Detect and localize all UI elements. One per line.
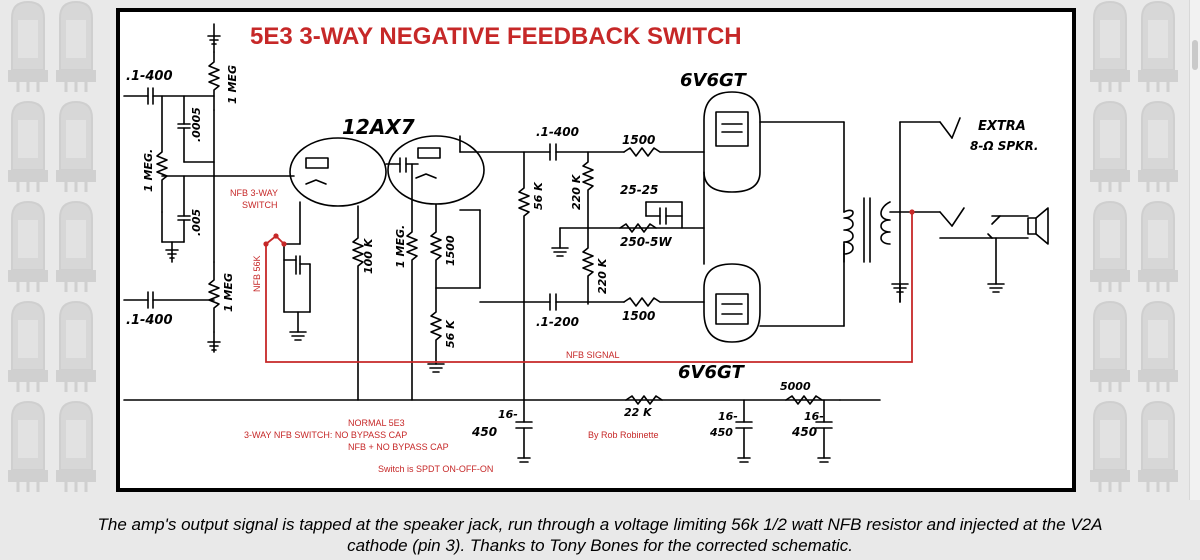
ground-symbol-left — [165, 241, 179, 263]
legend-line-2: 3-WAY NFB SWITCH: NO BYPASS CAP — [244, 430, 407, 440]
label-res-1500-mid: 1500 — [444, 235, 457, 266]
schematic-frame: 5E3 3-WAY NEGATIVE FEEDBACK SWITCH 12AX7… — [116, 8, 1076, 492]
label-author: By Rob Robinette — [588, 430, 659, 440]
label-res-1meg-top: 1 MEG — [226, 65, 239, 104]
capacitor-filter-1 — [515, 421, 533, 463]
resistor-1meg-top — [208, 51, 220, 111]
label-switch-1: NFB 3-WAY — [230, 188, 278, 198]
resistor-220k-bottom — [582, 227, 594, 305]
caption-line-1: The amp's output signal is tapped at the… — [97, 515, 1103, 534]
label-res-56k-right: 56 K — [532, 181, 545, 210]
label-nfb-resistor: NFB 56K — [252, 255, 262, 292]
label-filter-2-a: 16- — [718, 410, 738, 423]
label-cap-coupling-top: .1-400 — [536, 125, 579, 139]
legend-line-1: NORMAL 5E3 — [348, 418, 405, 428]
ground-symbol-cathode-pwr — [551, 247, 569, 257]
capacitor-filter-3 — [815, 421, 833, 463]
label-res-1500-bottom: 1500 — [622, 309, 655, 323]
resistor-1meg-mid — [406, 163, 418, 401]
resistor-100k — [352, 205, 364, 401]
tube-column-right — [1088, 0, 1180, 494]
label-filter-1-b: 450 — [471, 425, 497, 439]
label-filter-1-a: 16- — [498, 408, 518, 421]
resistor-56k-mid — [430, 287, 442, 365]
label-switch-2: SWITCH — [242, 200, 278, 210]
tube-label-6v6gt-top: 6V6GT — [680, 70, 747, 91]
resistor-22k — [625, 395, 663, 405]
label-res-220k-bottom: 220 K — [596, 257, 609, 294]
ground-symbol-56k — [427, 363, 445, 373]
label-filter-3-a: 16- — [804, 410, 824, 423]
resistor-1meg-bottom — [208, 261, 220, 333]
resistor-1500-mid — [430, 203, 442, 289]
resistor-1meg-left — [156, 95, 168, 213]
ground-symbol-jack — [891, 283, 1005, 293]
label-speaker-2: 8-Ω SPKR. — [970, 139, 1038, 153]
legend-line-4: Switch is SPDT ON-OFF-ON — [378, 464, 493, 474]
label-cap-input-top: .1-400 — [126, 69, 173, 84]
label-cap-coupling-bottom: .1-200 — [536, 315, 579, 329]
tube-12ax7 — [289, 135, 485, 207]
diagram-title: 5E3 3-WAY NEGATIVE FEEDBACK SWITCH — [250, 23, 742, 50]
nfb-wire — [265, 212, 913, 363]
resistor-1500-top — [623, 147, 705, 157]
label-res-cathode: 250-5W — [620, 235, 672, 249]
label-filter-2-b: 450 — [709, 426, 733, 439]
label-res-100k: 100 K — [362, 237, 375, 274]
label-res-1500-top: 1500 — [622, 133, 655, 147]
figure-caption: The amp's output signal is tapped at the… — [0, 514, 1200, 556]
label-res-220k-top: 220 K — [570, 173, 583, 210]
resistor-1500-bottom — [623, 297, 705, 307]
nfb-switch-contacts — [263, 209, 915, 247]
label-res-5000: 5000 — [780, 380, 811, 393]
output-transformer — [843, 197, 891, 263]
tube-label-6v6gt-bottom: 6V6GT — [678, 362, 745, 383]
ground-symbol-bottom-left — [207, 331, 221, 353]
ground-symbol-top — [207, 23, 221, 53]
resistor-5000 — [785, 395, 823, 405]
label-cap-0005: .0005 — [190, 107, 203, 142]
capacitor-filter-2 — [735, 421, 753, 463]
caption-line-2: cathode (pin 3). Thanks to Tony Bones fo… — [347, 536, 853, 555]
page-scrollbar[interactable] — [1189, 0, 1200, 500]
label-res-1meg-left: 1 MEG. — [142, 149, 155, 192]
tube-column-left — [6, 0, 98, 494]
label-speaker-1: EXTRA — [978, 119, 1026, 134]
resistor-56k-right — [518, 151, 530, 401]
label-cap-005: .005 — [190, 209, 203, 236]
label-res-22k: 22 K — [624, 406, 653, 419]
legend-line-3: NFB + NO BYPASS CAP — [348, 442, 449, 452]
scrollbar-thumb[interactable] — [1192, 40, 1198, 70]
resistor-250-5w — [619, 223, 657, 233]
label-res-1meg-bottom: 1 MEG — [222, 273, 235, 312]
label-cap-input-bottom: .1-400 — [126, 313, 173, 328]
ground-symbol-cathode — [289, 331, 307, 341]
resistor-220k-top — [582, 151, 594, 229]
label-filter-3-b: 450 — [791, 425, 817, 439]
speaker-icon — [1027, 207, 1049, 245]
label-cap-cathode: 25-25 — [620, 183, 658, 197]
tube-6v6gt-bottom — [703, 263, 761, 343]
tube-label-12ax7: 12AX7 — [342, 115, 415, 139]
label-nfb-signal: NFB SIGNAL — [566, 350, 620, 360]
tube-6v6gt-top — [703, 91, 761, 193]
label-res-56k-mid: 56 K — [444, 319, 457, 348]
schematic-drawing: 5E3 3-WAY NEGATIVE FEEDBACK SWITCH 12AX7… — [123, 23, 1049, 474]
label-res-1meg-mid: 1 MEG. — [394, 225, 407, 268]
